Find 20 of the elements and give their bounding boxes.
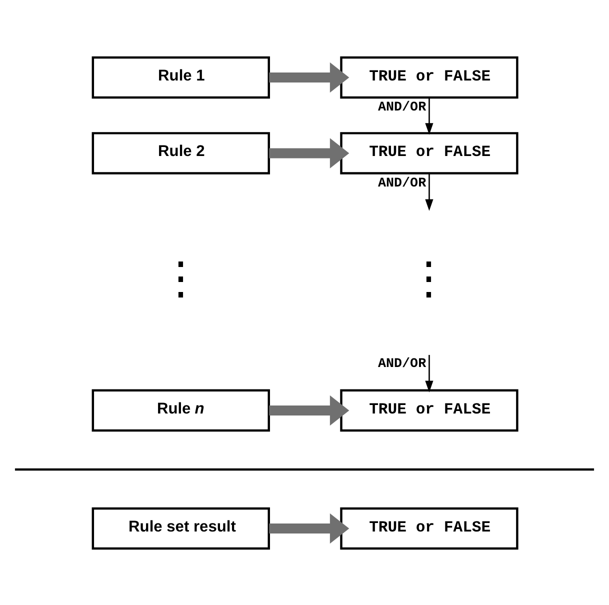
arrow	[425, 172, 434, 210]
node-box: TRUE or FALSE	[340, 132, 518, 174]
arrow	[425, 97, 434, 134]
arrow	[269, 512, 350, 544]
node-box: Rule set result	[92, 506, 270, 550]
edge-label: AND/OR	[378, 176, 426, 192]
node-box: TRUE or FALSE	[340, 388, 518, 432]
arrow	[425, 354, 434, 392]
label: ⋮	[158, 253, 204, 302]
edge-label: AND/OR	[378, 356, 426, 372]
node-box: Rule 1	[92, 56, 270, 98]
edge-label: AND/OR	[378, 100, 426, 116]
arrow	[269, 62, 350, 92]
arrow	[269, 138, 350, 168]
node-box: TRUE or FALSE	[340, 56, 518, 98]
node-box: Rule n	[92, 388, 270, 432]
arrow	[269, 394, 350, 426]
node-box: TRUE or FALSE	[340, 506, 518, 550]
node-box: Rule 2	[92, 132, 270, 174]
label: ⋮	[406, 253, 452, 302]
